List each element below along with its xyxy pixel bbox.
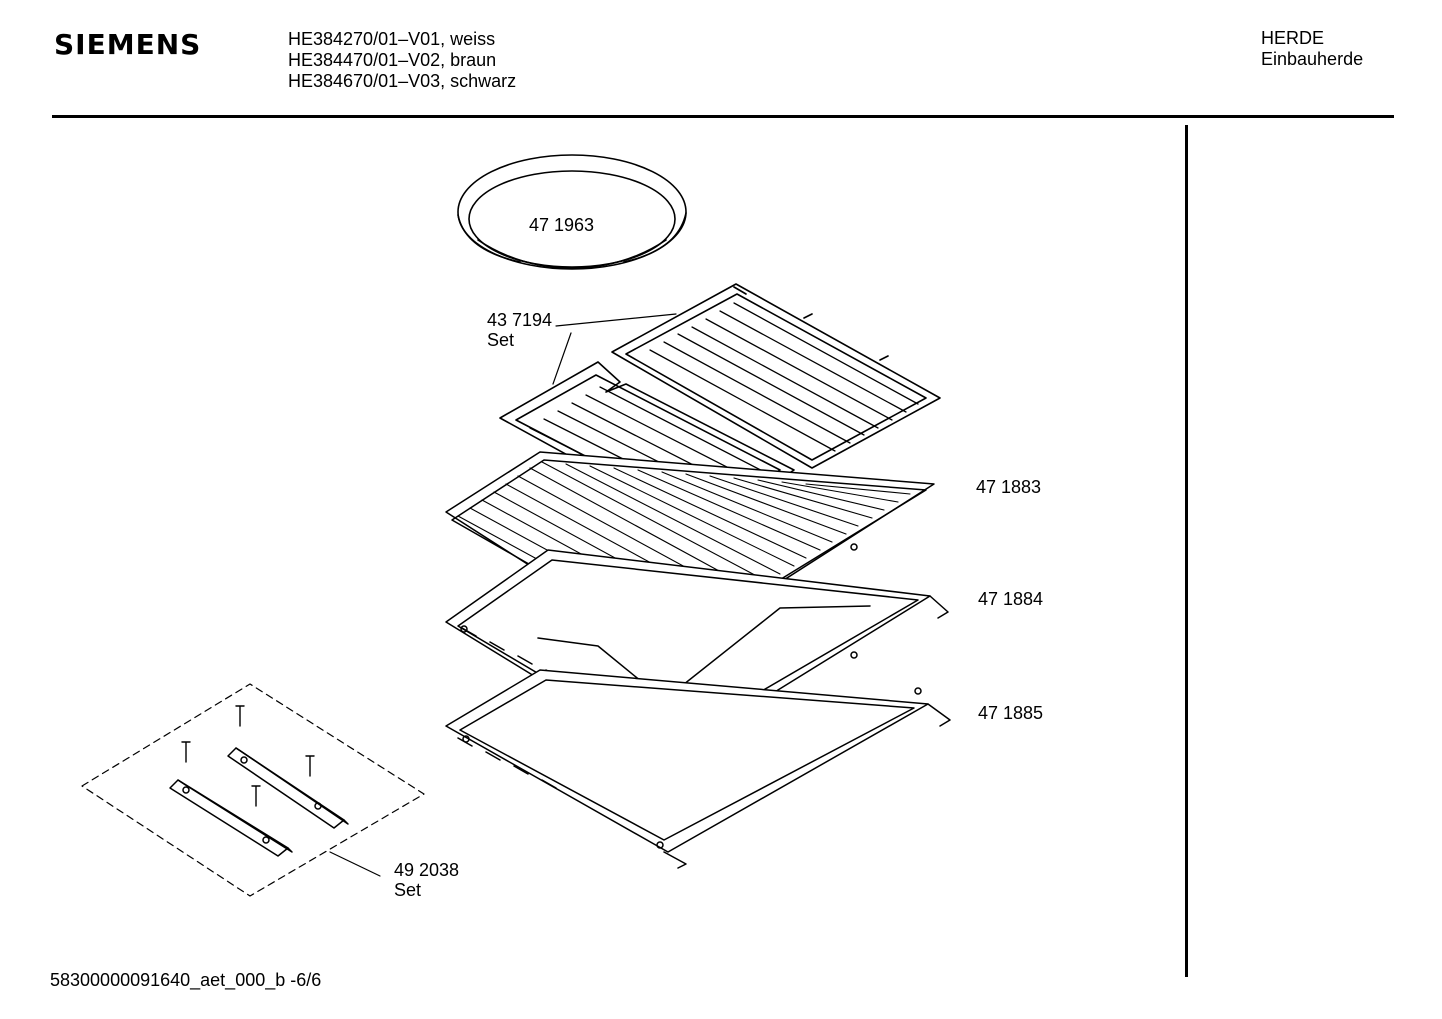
part-number-label: 47 1963	[529, 215, 594, 235]
part-number-text: 47 1885	[978, 703, 1044, 723]
part-qualifier-text: Set	[487, 330, 515, 350]
part-number-label: 47 1884	[978, 589, 1043, 609]
part-number-text: 47 1884	[978, 589, 1044, 609]
brand-logo: SIEMENS	[54, 28, 202, 61]
model-list: HE384270/01–V01, weiss HE384470/01–V02, …	[288, 29, 516, 92]
part-number-text: 49 2038	[394, 860, 460, 880]
part-number-label: 47 1883	[976, 477, 1041, 497]
part-number-text: 47 1883	[976, 477, 1042, 497]
part-number-label: 49 2038 Set	[394, 860, 459, 900]
category-sub: Einbauherde	[1261, 49, 1364, 69]
part-qualifier-text: Set	[394, 880, 422, 900]
part-number-label: 43 7194 Set	[487, 310, 552, 350]
header-rule	[52, 115, 1394, 118]
category: HERDE Einbauherde	[1261, 28, 1363, 70]
category-main: HERDE	[1261, 28, 1325, 48]
part-number-text: 47 1963	[529, 215, 595, 235]
part-number-text: 43 7194	[487, 310, 553, 330]
leader-lines	[329, 313, 677, 877]
model-line: HE384270/01–V01, weiss	[288, 29, 496, 49]
universal-pan-drawing	[445, 651, 951, 869]
round-pan-drawing	[457, 154, 687, 270]
document-code: 58300000091640_aet_000_b -6/6	[50, 970, 322, 990]
model-line: HE384470/01–V02, braun	[288, 50, 497, 70]
model-line: HE384670/01–V03, schwarz	[288, 71, 517, 91]
part-number-label: 47 1885	[978, 703, 1043, 723]
side-rule	[1185, 125, 1188, 977]
rail-kit-drawing	[81, 683, 425, 897]
